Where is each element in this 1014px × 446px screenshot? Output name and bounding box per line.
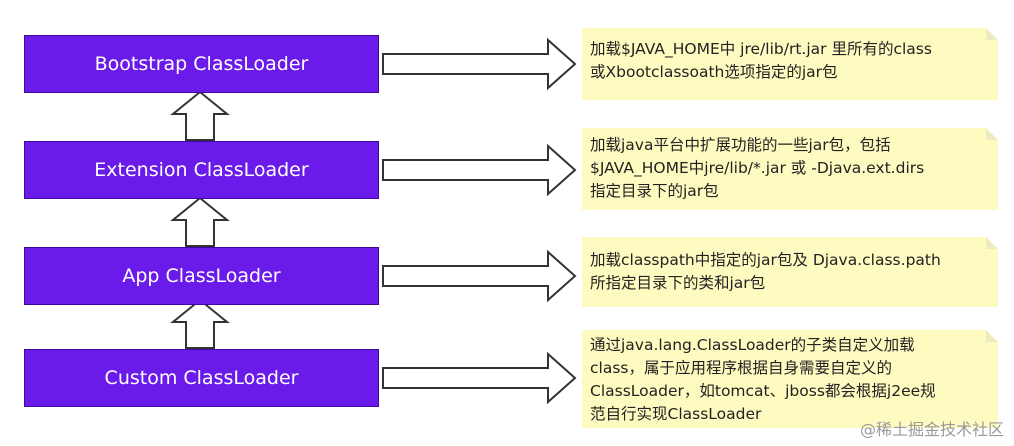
custom-classloader-box: Custom ClassLoader xyxy=(24,349,379,407)
right-hollow-arrow xyxy=(382,143,577,197)
extension-note: 加载java平台中扩展功能的一些jar包，包括 $JAVA_HOME中jre/l… xyxy=(582,128,998,210)
note-fold-corner xyxy=(986,28,998,40)
note-line: 加载java平台中扩展功能的一些jar包，包括 xyxy=(590,136,891,154)
note-line: 或Xbootclassoath选项指定的jar包 xyxy=(590,63,838,81)
note-line: $JAVA_HOME中jre/lib/*.jar 或 -Djava.ext.di… xyxy=(590,159,925,177)
loader-label: Bootstrap ClassLoader xyxy=(94,53,309,75)
note-line: 指定目录下的jar包 xyxy=(590,182,719,200)
loader-label: App ClassLoader xyxy=(122,265,281,287)
note-fold-corner xyxy=(986,128,998,140)
note-line: ClassLoader，如tomcat、jboss都会根据j2ee规 xyxy=(590,382,936,400)
note-line: 所指定目录下的类和jar包 xyxy=(590,274,766,292)
watermark-text: @稀土掘金技术社区 xyxy=(859,420,1004,439)
note-fold-corner xyxy=(986,330,998,342)
custom-note: 通过java.lang.ClassLoader的子类自定义加载 class，属于… xyxy=(582,330,998,428)
note-line: 加载$JAVA_HOME中 jre/lib/rt.jar 里所有的class xyxy=(590,40,932,58)
right-hollow-arrow xyxy=(382,37,577,91)
note-line: 通过java.lang.ClassLoader的子类自定义加载 xyxy=(590,336,915,354)
loader-label: Custom ClassLoader xyxy=(104,367,299,389)
up-hollow-arrow xyxy=(170,298,230,349)
bootstrap-classloader-box: Bootstrap ClassLoader xyxy=(24,35,379,93)
note-line: 加载classpath中指定的jar包及 Djava.class.path xyxy=(590,251,941,269)
note-fold-corner xyxy=(986,237,998,249)
app-classloader-box: App ClassLoader xyxy=(24,247,379,305)
loader-label: Extension ClassLoader xyxy=(94,159,309,181)
extension-classloader-box: Extension ClassLoader xyxy=(24,141,379,199)
up-hollow-arrow xyxy=(170,196,230,247)
right-hollow-arrow xyxy=(382,351,577,405)
right-hollow-arrow xyxy=(382,249,577,303)
up-hollow-arrow xyxy=(170,90,230,141)
note-line: 范自行实现ClassLoader xyxy=(590,405,762,423)
bootstrap-note: 加载$JAVA_HOME中 jre/lib/rt.jar 里所有的class 或… xyxy=(582,28,998,100)
note-line: class，属于应用程序根据自身需要自定义的 xyxy=(590,359,892,377)
app-note: 加载classpath中指定的jar包及 Djava.class.path 所指… xyxy=(582,237,998,307)
